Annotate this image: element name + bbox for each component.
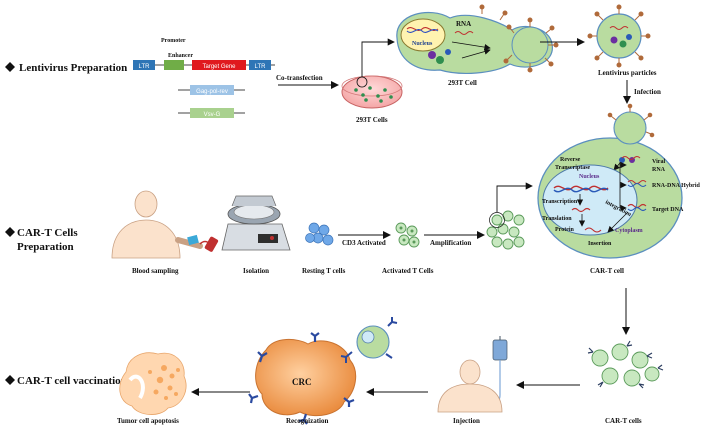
rna-label: RNA	[456, 20, 471, 28]
injection-label: Injection	[453, 417, 480, 425]
ltr-right-box	[249, 60, 271, 70]
cart-cell-detail: Nucleus Reverse Transcriptase Viral RNA …	[537, 103, 700, 275]
diamond-bullet-icon	[5, 227, 15, 237]
packaging-plasmid: Gag-pol-rev	[178, 85, 245, 95]
target-gene-label: Target Gene	[202, 64, 236, 70]
section-title-cart-prep-2: Preparation	[17, 241, 74, 253]
activated-t-label: Activated T Cells	[382, 267, 434, 275]
reverse-transcriptase-label-2: Transcriptase	[555, 165, 591, 171]
ltr-left-box	[133, 60, 155, 70]
resting-t-cells: Resting T cells	[302, 222, 346, 275]
cart-cells-cluster: CAR-T cells	[587, 340, 664, 425]
centrifuge: Isolation	[221, 195, 291, 275]
section-title-vaccination: CAR-T cell vaccination	[17, 375, 127, 387]
lentivirus-particles-label: Lentivirus particles	[598, 69, 657, 77]
diamond-bullet-icon	[5, 62, 15, 72]
viral-rna-label-1: Viral	[652, 159, 665, 165]
cart-nucleus	[542, 164, 638, 236]
cd3-activated-label: CD3 Activated	[342, 239, 386, 247]
reverse-transcriptase-label-1: Reverse	[560, 157, 581, 163]
infection-label: Infection	[634, 88, 661, 96]
cells-293t-label: 293T Cells	[356, 116, 388, 124]
amplified-cells	[486, 210, 525, 250]
co-transfection-label: Co-transfection	[276, 74, 323, 82]
nucleus-cart-label: Nucleus	[579, 174, 600, 180]
blood-sampling-label: Blood sampling	[132, 267, 179, 275]
section-cart-prep: CAR-T Cells Preparation	[5, 227, 78, 253]
dish-cells	[354, 86, 393, 103]
cart-binding-cell	[340, 317, 398, 363]
cytoplasm-label: Cytoplasm	[615, 228, 643, 234]
injection-patient: Injection	[437, 336, 508, 425]
crc-label: CRC	[292, 377, 312, 387]
cart-cell-label: CAR-T cell	[590, 267, 624, 275]
section-title-cart-prep-1: CAR-T Cells	[17, 227, 78, 239]
enhancer-label: Enhancer	[168, 53, 193, 59]
gag-label: Gag-pol-rev	[196, 89, 228, 95]
cell-293t: Nucleus RNA 293T Cell	[396, 4, 559, 87]
insertion-label: Insertion	[588, 241, 612, 247]
amplification-label: Amplification	[430, 239, 471, 247]
iv-bag-icon	[492, 339, 508, 361]
nucleus-label: Nucleus	[412, 41, 433, 47]
transcription-label: Transcription	[542, 199, 578, 205]
diamond-bullet-icon	[5, 375, 15, 385]
target-dna-label: Target DNA	[652, 207, 684, 213]
to-cart-arrow	[496, 182, 533, 212]
cell-293t-label: 293T Cell	[448, 79, 477, 87]
enhancer-box	[164, 60, 184, 70]
activated-t-cells: Activated T Cells	[382, 222, 434, 275]
target-gene-box	[192, 60, 246, 70]
translation-label: Translation	[542, 216, 572, 222]
petri-dish: 293T Cells	[341, 75, 403, 124]
isolation-label: Isolation	[243, 267, 269, 275]
gag-box	[190, 85, 234, 95]
nucleus-293t	[400, 18, 446, 52]
vsvg-box	[190, 108, 234, 118]
lentivirus-particle: Lentivirus particles	[587, 4, 657, 77]
tumor-apoptosis-label: Tumor cell apoptosis	[117, 417, 179, 425]
transfer-plasmid: Promoter Enhancer LTR Target Gene LTR	[133, 38, 275, 70]
section-title-lentivirus: Lentivirus Preparation	[19, 62, 127, 74]
section-vaccination: CAR-T cell vaccination	[5, 375, 127, 387]
zoom-arrow	[361, 38, 395, 77]
section-lentivirus: Lentivirus Preparation	[5, 62, 127, 74]
ltr-right-label: LTR	[255, 64, 267, 70]
promoter-label: Promoter	[161, 38, 186, 44]
cart-cells-label: CAR-T cells	[605, 417, 642, 425]
blood-tube-icon	[204, 236, 219, 252]
rna-dna-hybrid-label: RNA-DNA Hybrid	[652, 183, 700, 189]
vsvg-label: Vsv-G	[204, 112, 221, 118]
recognization-label: Recognization	[286, 417, 328, 425]
viral-rna-label-2: RNA	[652, 167, 666, 173]
protein-label: Protein	[555, 227, 575, 233]
apoptotic-tumor: Tumor cell apoptosis	[117, 352, 187, 425]
resting-t-label: Resting T cells	[302, 267, 346, 275]
human-donor: Blood sampling	[111, 190, 219, 275]
ltr-left-label: LTR	[139, 64, 151, 70]
crc-tumor: CRC Recognization	[248, 332, 357, 425]
envelope-plasmid: Vsv-G	[178, 108, 245, 118]
